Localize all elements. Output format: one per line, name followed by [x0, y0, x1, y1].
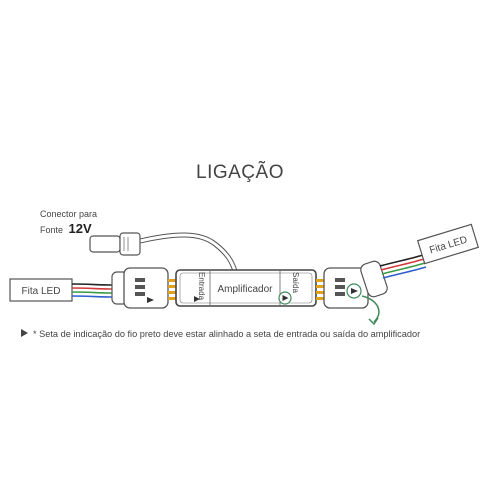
right-connector [323, 260, 388, 309]
left-led-strip-label: Fita LED [22, 286, 61, 297]
power-connector-fonte: Fonte [40, 225, 63, 235]
left-connector-pins [168, 279, 176, 300]
amplifier-input-label: Entrada [197, 272, 206, 301]
dc-power-plug [89, 232, 141, 256]
right-led-strip: Fita LED [416, 223, 480, 265]
highlight-curved-arrow [361, 295, 380, 323]
power-connector-voltage: 12V [69, 221, 92, 236]
left-wires [71, 283, 115, 298]
page-title: LIGAÇÃO [196, 161, 284, 183]
left-connector-arrow-icon [147, 297, 154, 303]
note-text: * Seta de indicação do fio preto deve es… [33, 329, 420, 339]
amplifier-output-arrow-icon [282, 295, 289, 301]
power-connector-label-line1: Conector para [40, 209, 97, 219]
right-wires [379, 254, 427, 279]
left-led-strip [9, 278, 73, 302]
right-connector-arrow-icon [351, 288, 358, 294]
amplifier-label: Amplificador [217, 284, 273, 295]
amplifier-input-arrow-icon [194, 296, 200, 302]
left-connector [111, 267, 169, 309]
note-arrow-icon [21, 329, 28, 337]
amplifier-output-pins [316, 279, 324, 300]
power-connector-label-line2: Fonte 12V [40, 221, 92, 236]
amplifier-output-label: Saída [291, 272, 300, 293]
power-cable [137, 232, 238, 274]
highlight-curved-arrowhead [368, 317, 379, 326]
